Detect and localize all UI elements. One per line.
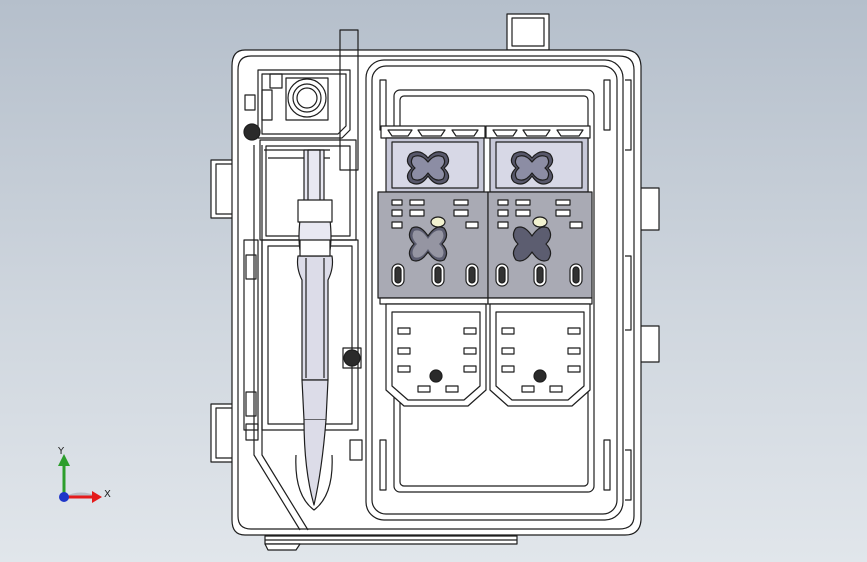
round-cap: [285, 77, 329, 121]
axis-triad: Y X: [57, 446, 111, 503]
connector-module-left: [377, 125, 489, 407]
x-axis-label: X: [104, 489, 111, 500]
origin-dot-icon: [59, 492, 69, 502]
vertical-shaft: [295, 149, 334, 511]
top-tab: [506, 13, 550, 51]
y-axis-label: Y: [57, 446, 65, 457]
connector-module-right: [485, 125, 593, 407]
